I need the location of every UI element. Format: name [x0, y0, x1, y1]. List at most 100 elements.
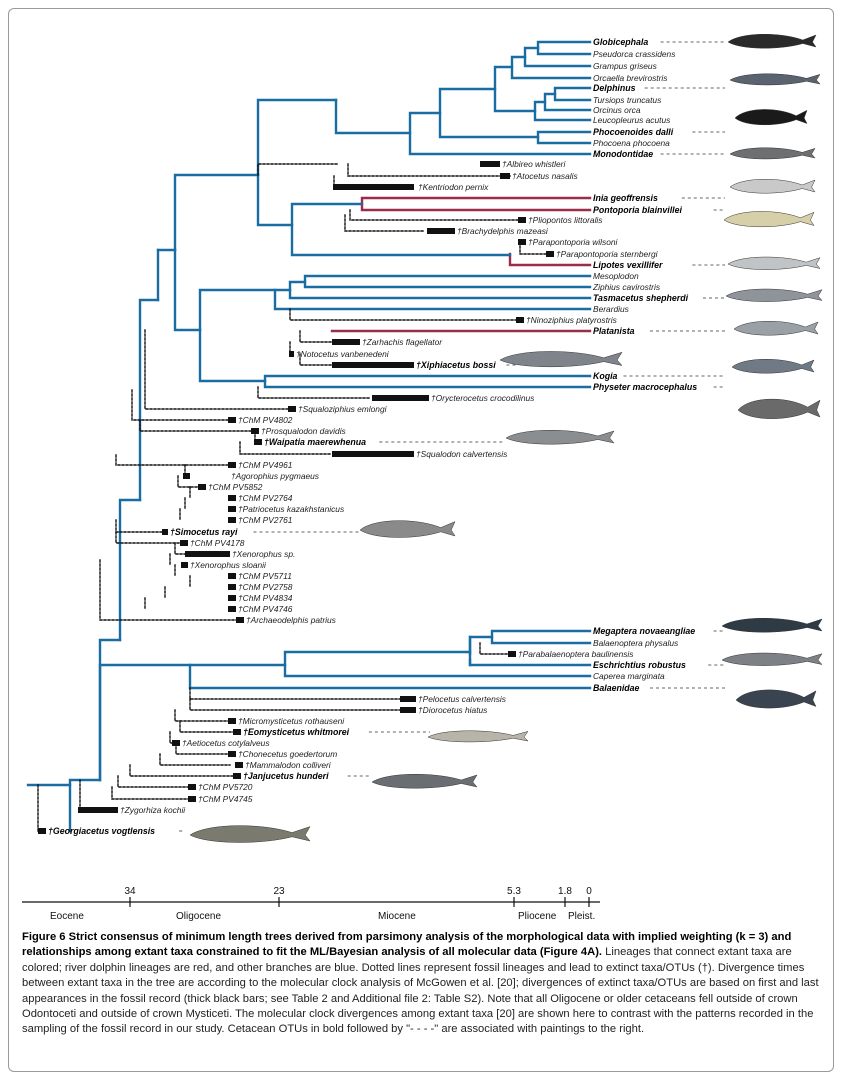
taxon-label: Eschrichtius robustus — [593, 660, 686, 670]
taxon-label: Inia geoffrensis — [593, 193, 658, 203]
whale-body — [729, 73, 821, 86]
branch — [360, 196, 592, 212]
taxon-label: †Agorophius pygmaeus — [231, 471, 320, 481]
monodontidae-painting — [729, 147, 816, 160]
taxon-label: Leucopleurus acutus — [593, 115, 671, 125]
taxon-label: †ChM PV4745 — [198, 794, 253, 804]
branch — [173, 173, 260, 252]
fossil-range-bar — [546, 251, 554, 257]
taxon-label: †Albireo whistleri — [502, 159, 566, 169]
whale-body — [721, 618, 823, 633]
branch — [283, 650, 592, 678]
fossil-lineage — [347, 163, 511, 177]
taxon-label: Balaenoptera physalus — [593, 638, 679, 648]
taxon-label: †Xenorophus sloanii — [190, 560, 267, 570]
delphinus-painting — [729, 73, 821, 86]
taxon-label: †Pliopontos littoralis — [528, 215, 603, 225]
waipatia-painting — [505, 430, 615, 445]
fossil-lineage — [99, 559, 241, 621]
simocetus-painting — [359, 520, 456, 538]
fossil-range-bar — [185, 551, 230, 557]
fossil-lineage — [479, 642, 511, 655]
taxon-label: Kogia — [593, 371, 618, 381]
tasmacetus-painting — [725, 288, 823, 302]
taxon-label: Pontoporia blainvillei — [593, 205, 683, 215]
taxon-label: †Archaeodelphis patrius — [246, 615, 337, 625]
whale-body — [731, 358, 815, 374]
whale-body — [737, 398, 821, 419]
pontoporia-painting — [723, 211, 815, 228]
taxon-label: Balaenidae — [593, 683, 640, 693]
taxon-label: †Janjucetus hunderi — [243, 771, 329, 781]
branch — [98, 638, 122, 782]
taxon-label: Physeter macrocephalus — [593, 382, 697, 392]
fossil-range-bar — [162, 529, 168, 535]
fossil-lineage — [519, 241, 549, 255]
taxon-label: †Pelocetus calvertensis — [418, 694, 507, 704]
branch — [138, 298, 160, 502]
taxon-label: †Atocetus nasalis — [512, 171, 578, 181]
epoch-label: Miocene — [378, 911, 416, 922]
fossil-range-bar — [518, 239, 526, 245]
fossil-range-bar — [180, 540, 188, 546]
fossil-lineage — [111, 786, 191, 800]
fossil-range-bar — [251, 428, 259, 434]
taxon-label: †ChM PV4961 — [238, 460, 292, 470]
whale-body — [733, 320, 819, 336]
taxon-label: Pseudorca crassidens — [593, 49, 676, 59]
fossil-range-bar — [332, 339, 360, 345]
branch — [173, 248, 202, 332]
fossil-lineage — [179, 720, 236, 733]
fossil-lineage — [174, 542, 186, 555]
fossil-lineage — [344, 214, 426, 232]
caption-bold-text: Strict consensus of minimum length trees… — [22, 931, 792, 959]
taxon-label: †ChM PV2758 — [238, 582, 293, 592]
branch — [438, 87, 540, 139]
fossil-lineage — [299, 330, 333, 343]
taxon-label: Globicephala — [593, 37, 648, 47]
fossil-range-bar — [289, 351, 294, 357]
whale-body — [727, 256, 821, 270]
globicephala-painting — [727, 33, 817, 49]
kogia-painting — [731, 358, 815, 374]
fossil-range-bar — [480, 161, 500, 167]
whale-body — [729, 147, 816, 160]
whale-body — [729, 178, 816, 194]
taxon-label: †ChM PV5720 — [198, 782, 253, 792]
taxon-label: †ChM PV2761 — [238, 515, 292, 525]
fossil-range-bar — [181, 562, 188, 568]
taxon-label: Berardius — [593, 304, 630, 314]
branch — [553, 86, 592, 102]
whale-body — [723, 211, 815, 228]
fossil-range-bar — [38, 828, 46, 834]
branch — [468, 658, 592, 667]
whale-body — [499, 351, 623, 368]
taxon-label: †Zygorhiza kochii — [120, 805, 186, 815]
taxon-label: Lipotes vexillifer — [593, 260, 663, 270]
fossil-lineage — [177, 475, 201, 488]
epoch-label: Pleist. — [568, 911, 595, 922]
taxon-label: †Parabalaenoptera baulinensis — [518, 649, 634, 659]
whale-body — [505, 430, 615, 445]
fossil-range-bar — [508, 651, 516, 657]
taxon-label: †Eomysticetus whitmorei — [243, 727, 350, 737]
epoch-label: Pliocene — [518, 911, 557, 922]
fossil-range-bar — [183, 473, 190, 479]
fossil-lineage — [289, 308, 521, 321]
fossil-range-bar — [228, 517, 236, 523]
taxon-label: Orcinus orca — [593, 105, 641, 115]
fossil-range-bar — [518, 217, 526, 223]
taxon-label: †Brachydelphis mazeasi — [457, 226, 549, 236]
taxon-label: †Mammalodon colliveri — [245, 760, 332, 770]
branch — [468, 635, 494, 656]
fossil-range-bars — [38, 161, 554, 834]
fossil-range-bar — [233, 773, 241, 779]
fossil-range-bar — [228, 573, 236, 579]
taxon-label: Mesoplodon — [593, 271, 639, 281]
timescale-tick-label: 23 — [273, 886, 285, 897]
timescale-tick-label: 34 — [124, 886, 136, 897]
fossil-range-bar — [172, 740, 180, 746]
branch — [510, 55, 592, 80]
fossil-lineage — [257, 386, 371, 399]
